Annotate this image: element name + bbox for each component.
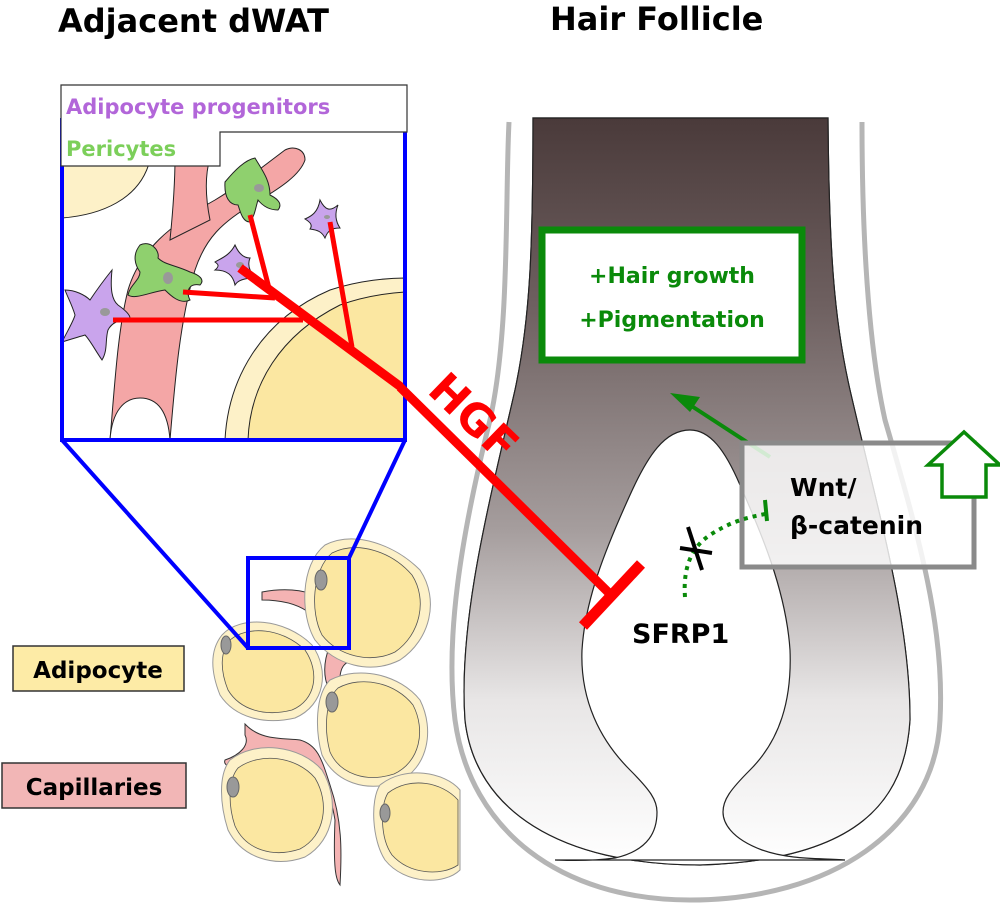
beta-catenin-label: β-catenin bbox=[790, 511, 923, 540]
zoom-source-box bbox=[246, 556, 351, 650]
legend-adipocyte-label: Adipocyte bbox=[33, 658, 163, 684]
pericyte bbox=[127, 243, 203, 302]
outcome-hair-growth: +Hair growth bbox=[589, 264, 755, 289]
dermal-papilla bbox=[554, 429, 846, 862]
inset-legend-box bbox=[60, 84, 408, 167]
title-adjacent-dwat: Adjacent dWAT bbox=[58, 2, 329, 40]
sfrp1-label: SFRP1 bbox=[632, 619, 729, 650]
inset-zoom-panel: Adipocyte progenitors Pericytes bbox=[60, 84, 408, 442]
wnt-label: Wnt/ bbox=[790, 473, 857, 502]
adipocyte bbox=[316, 672, 429, 787]
adipocyte-progenitor bbox=[62, 268, 131, 361]
outcome-pigmentation: +Pigmentation bbox=[579, 308, 765, 333]
hgf-inhibition-arrow bbox=[396, 383, 646, 630]
adipocyte bbox=[212, 621, 323, 722]
title-hair-follicle: Hair Follicle bbox=[550, 0, 763, 38]
adipocyte bbox=[221, 747, 333, 862]
upregulation-arrow-icon bbox=[923, 429, 1000, 499]
legend-adipocyte: Adipocyte bbox=[12, 645, 185, 692]
legend-adipocyte-progenitors: Adipocyte progenitors bbox=[66, 95, 330, 119]
legend-pericytes: Pericytes bbox=[66, 137, 176, 161]
adipocyte-cluster bbox=[212, 538, 461, 887]
zoom-indicator bbox=[60, 438, 407, 650]
adipocyte bbox=[373, 772, 461, 881]
hgf-branches bbox=[113, 214, 405, 394]
outcome-box: +Hair growth +Pigmentation bbox=[538, 226, 806, 364]
legend-capillaries: Capillaries bbox=[1, 762, 187, 809]
adipocyte bbox=[304, 538, 431, 668]
pericyte bbox=[224, 157, 281, 223]
legend-capillaries-label: Capillaries bbox=[26, 775, 163, 801]
sfrp1-inhibition-blocked bbox=[679, 499, 769, 598]
